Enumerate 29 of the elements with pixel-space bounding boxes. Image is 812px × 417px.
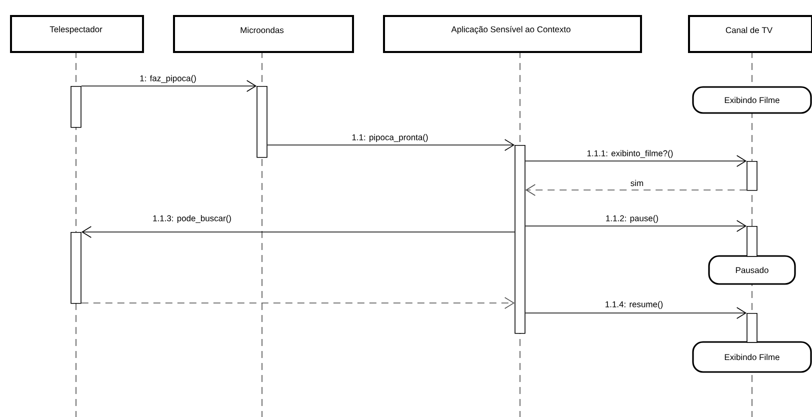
edge-label: 1.1.3: pode_buscar() bbox=[152, 214, 232, 224]
message-arrow bbox=[525, 220, 747, 232]
lifeline-head: Aplicação Sensível ao Contexto bbox=[383, 15, 642, 53]
edge-label: 1.1.2: pause() bbox=[604, 214, 660, 224]
activation-bar bbox=[746, 161, 758, 191]
edge-label: 1.1: pipoca_pronta() bbox=[350, 133, 430, 143]
message-arrow bbox=[81, 297, 515, 309]
edge-label: sim bbox=[629, 178, 645, 188]
activation-bar bbox=[70, 232, 82, 304]
activation-bar bbox=[256, 86, 268, 158]
message-arrow bbox=[525, 307, 747, 319]
edge-label: 1: faz_pipoca() bbox=[138, 74, 198, 84]
lifeline-head: Microondas bbox=[173, 15, 354, 53]
message-arrow bbox=[525, 184, 747, 196]
lifeline-head: Canal de TV bbox=[688, 15, 812, 53]
edge-label: 1.1.1: exibinto_filme?() bbox=[586, 149, 674, 159]
message-arrow bbox=[81, 226, 515, 238]
message-arrow bbox=[525, 155, 747, 167]
message-arrow bbox=[81, 80, 257, 92]
lifeline-head: Telespectador bbox=[10, 15, 144, 53]
edge-label: 1.1.4: resume() bbox=[604, 300, 664, 310]
state-box: Exibindo Filme bbox=[692, 86, 812, 114]
activation-bar bbox=[514, 145, 526, 334]
activation-bar bbox=[746, 226, 758, 257]
state-box: Exibindo Filme bbox=[692, 341, 812, 373]
state-box: Pausado bbox=[708, 255, 796, 285]
message-arrow bbox=[267, 139, 515, 151]
activation-bar bbox=[70, 86, 82, 128]
activation-bar bbox=[746, 313, 758, 343]
